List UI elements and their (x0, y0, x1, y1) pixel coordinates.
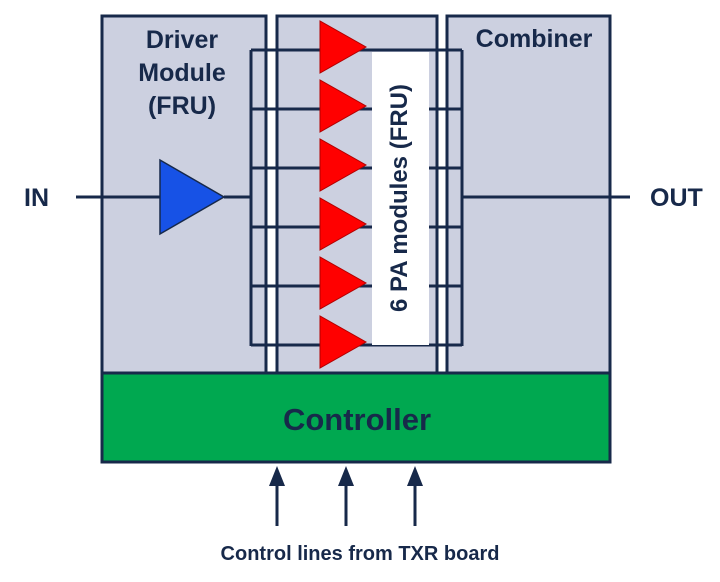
pa-amplifier (319, 315, 368, 369)
pa-amplifier (319, 138, 368, 192)
control-arrowhead (338, 466, 354, 486)
combiner-panel (445, 14, 612, 376)
output-label: OUT (650, 184, 703, 212)
driver-title-line3: (FRU) (147, 92, 217, 120)
pa-modules-label: 6 PA modules (FRU) (386, 83, 413, 313)
pa-amplifier (319, 256, 368, 310)
pa-amplifier (319, 197, 368, 251)
bus-lines (249, 50, 464, 372)
input-label: IN (24, 184, 49, 212)
control-arrowhead (269, 466, 285, 486)
control-lines-label: Control lines from TXR board (220, 543, 500, 565)
driver-module-title: Driver Module (FRU) (112, 24, 252, 123)
pa-amplifier (319, 79, 368, 133)
controller-label: Controller (282, 402, 432, 437)
driver-title-line1: Driver (145, 26, 219, 54)
driver-title-line2: Module (138, 59, 226, 87)
pa-label-box (372, 52, 429, 345)
control-arrowhead (407, 466, 423, 486)
combiner-title: Combiner (475, 25, 593, 53)
controller-block (100, 371, 612, 464)
driver-amplifier (159, 158, 226, 236)
pa-amplifier (319, 20, 368, 74)
